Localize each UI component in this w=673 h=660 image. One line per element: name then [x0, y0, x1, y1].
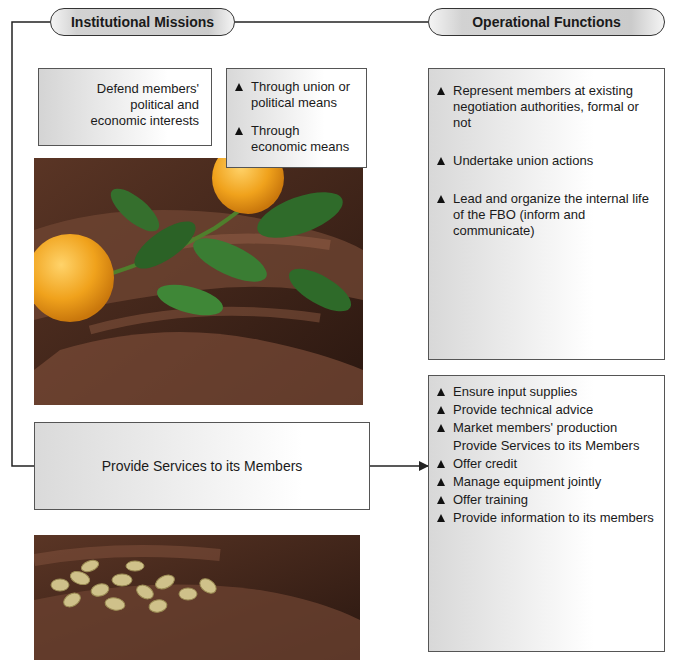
orange-photo [34, 158, 363, 405]
means-box: Through union or political meansThrough … [226, 68, 367, 168]
bullet-item: Provide technical advice [429, 402, 664, 418]
bullet-item: Through economic means [227, 123, 366, 155]
bullet-item: Through union or political means [227, 79, 366, 111]
bullet-item: Offer credit [429, 456, 664, 472]
connector-line [235, 21, 428, 23]
connector-line [370, 465, 428, 467]
bullet-item: Lead and organize the internal life of t… [429, 191, 664, 239]
bullet-item: Provide Services to its Members [429, 438, 664, 454]
bullet-item: Represent members at existing negotiatio… [429, 83, 664, 131]
bullet-item: Provide information to its members [429, 510, 664, 526]
box-text: Provide Services to its Members [102, 458, 303, 475]
mission-box: Provide Services to its Members [34, 422, 370, 510]
header-pill: Institutional Missions [50, 8, 235, 36]
box-text: Institutional Missions [71, 14, 214, 30]
mission-box: Defend members' political and economic i… [38, 68, 212, 146]
box-text: Operational Functions [472, 14, 621, 30]
box-text: Defend members' political and economic i… [77, 81, 199, 129]
function-box: Ensure input suppliesProvide technical a… [428, 375, 665, 652]
bullet-item: Manage equipment jointly [429, 474, 664, 490]
function-box: Represent members at existing negotiatio… [428, 68, 665, 360]
bullet-item: Ensure input supplies [429, 384, 664, 400]
bullet-item: Market members' production [429, 420, 664, 436]
header-pill: Operational Functions [428, 8, 665, 36]
bullet-item: Undertake union actions [429, 153, 664, 169]
bullet-item: Offer training [429, 492, 664, 508]
seed-photo [34, 535, 360, 660]
